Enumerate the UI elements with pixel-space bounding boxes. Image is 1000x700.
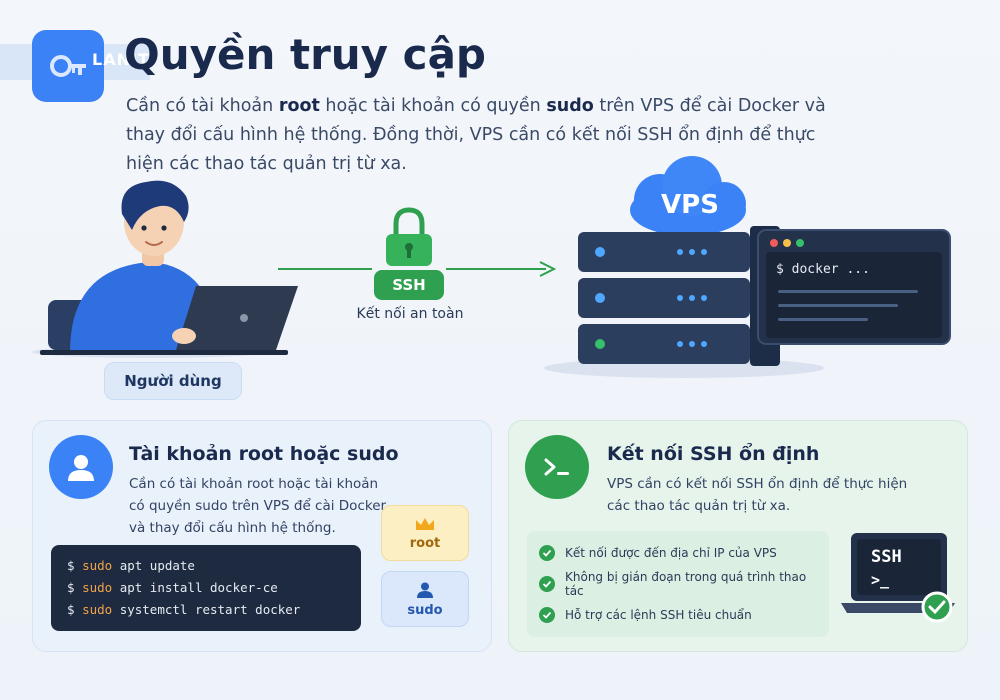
list-item: Không bị gián đoạn trong quá trình thao …	[539, 568, 817, 599]
command-line: $ sudo apt install docker-ce	[67, 580, 278, 595]
card-root-desc: Cần có tài khoản root hoặc tài khoản có …	[129, 476, 387, 536]
command-line: $ sudo apt update	[67, 558, 195, 573]
list-item: Kết nối được đến địa chỉ IP của VPS	[539, 537, 817, 568]
ssh-caption: Kết nối an toàn	[356, 306, 464, 322]
sudo-command-block: $ sudo apt update $ sudo apt install doc…	[51, 545, 361, 631]
logo-badge	[32, 30, 104, 102]
check-icon	[539, 544, 555, 561]
command-line: $ sudo systemctl restart docker	[67, 602, 301, 617]
check-icon	[539, 575, 555, 592]
user-illustration	[32, 180, 298, 358]
card-ssh: Kết nối SSH ổn định VPS cần có kết nối S…	[508, 420, 968, 652]
key-icon	[50, 55, 86, 77]
role-root-chip: root	[381, 505, 469, 561]
card-root-title: Tài khoản root hoặc sudo	[129, 443, 399, 465]
laptop-icon	[841, 533, 955, 623]
card-ssh-title: Kết nối SSH ổn định	[607, 443, 820, 465]
laptop-ssh-label: SSH	[871, 547, 902, 567]
logo-text: LANIT	[92, 50, 150, 69]
page-title: Quyền truy cập	[124, 30, 486, 79]
user-badge: Người dùng	[104, 362, 242, 400]
terminal-command: $ docker ...	[776, 262, 870, 277]
ssh-checklist: Kết nối được đến địa chỉ IP của VPS Khôn…	[527, 531, 829, 637]
user-avatar-icon	[49, 435, 113, 499]
ssh-pill: SSH	[374, 270, 444, 300]
crown-icon	[416, 517, 434, 530]
card-root-sudo: Tài khoản root hoặc sudo Cần có tài khoả…	[32, 420, 492, 652]
intro-text: Cần có tài khoản root hoặc tài khoản có …	[126, 96, 826, 174]
terminal-prompt-icon	[525, 435, 589, 499]
card-ssh-desc: VPS cần có kết nối SSH ổn định để thực h…	[607, 476, 908, 514]
role-sudo-chip: sudo	[381, 571, 469, 627]
access-diagram	[32, 156, 951, 378]
arrow-head-icon	[539, 261, 557, 277]
cloud-icon	[630, 156, 746, 236]
padlock-icon	[386, 207, 432, 266]
user-icon	[417, 582, 433, 598]
check-icon	[539, 606, 555, 623]
list-item: Hỗ trợ các lệnh SSH tiêu chuẩn	[539, 599, 817, 630]
terminal-window	[757, 229, 951, 345]
laptop-prompt: >_	[871, 571, 890, 589]
vps-label: VPS	[661, 190, 719, 220]
